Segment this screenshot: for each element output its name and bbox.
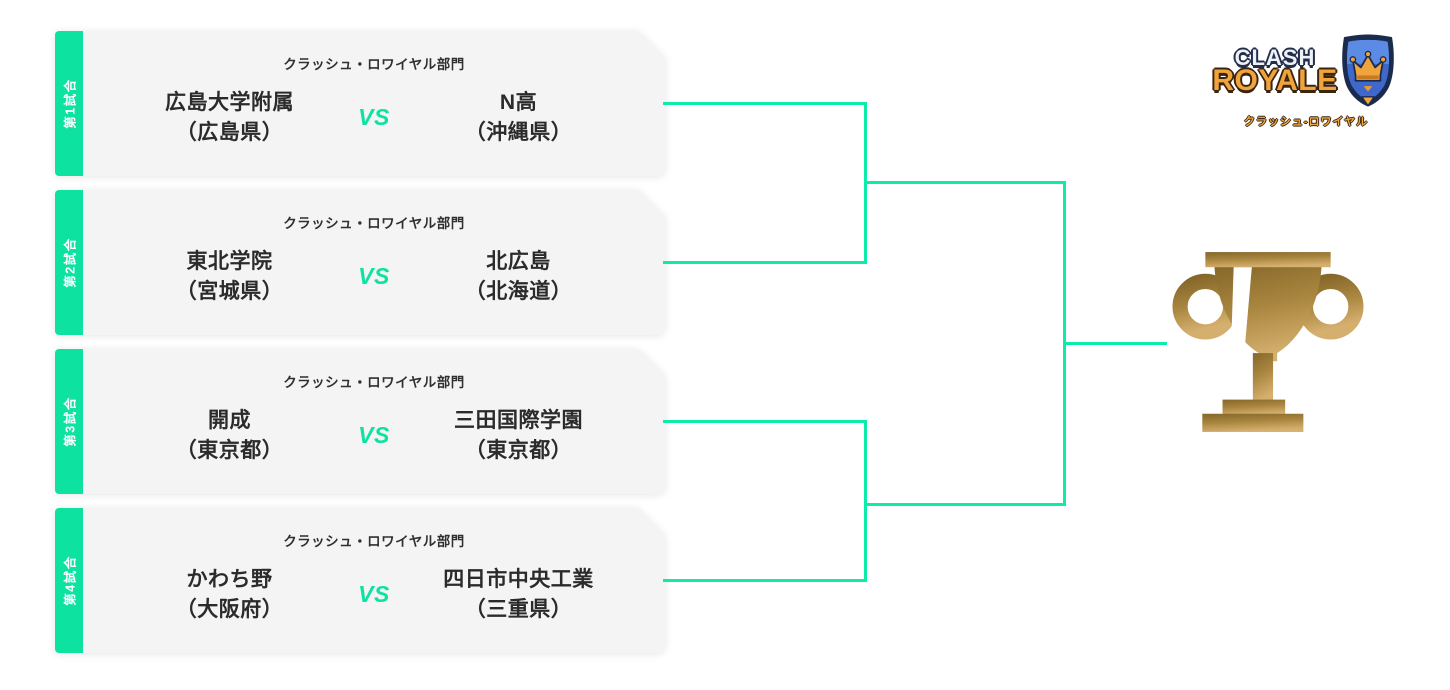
team-name: 東北学院 (186, 249, 273, 273)
trophy-icon (1172, 252, 1364, 432)
bracket-line-match4 (663, 579, 867, 582)
match-1-body: クラッシュ・ロワイヤル部門 広島大学附属 （広島県） VS N高 （沖縄県） (83, 31, 665, 176)
match-1-division-label: クラッシュ・ロワイヤル部門 (283, 57, 465, 72)
logo-word-royale: ROYALE (1212, 64, 1338, 97)
logo-subtitle: クラッシュ-ロワイヤル (1243, 116, 1369, 128)
match-3-division-label: クラッシュ・ロワイヤル部門 (283, 375, 465, 390)
clash-royale-logo: CLASH ROYALE クラッシュ- (1203, 33, 1409, 129)
logo-words: CLASH ROYALE (1212, 46, 1337, 96)
match-2-right-team: 北広島 （北海道） (414, 247, 623, 307)
bracket-line-semifinal1 (864, 181, 1066, 184)
match-4-division-label: クラッシュ・ロワイヤル部門 (283, 534, 465, 549)
match-card-3: 第3試合 クラッシュ・ロワイヤル部門 開成 （東京都） VS 三田国際学園 （東… (55, 349, 665, 494)
match-4-right-team: 四日市中央工業 （三重県） (414, 565, 623, 625)
logo-word-clash: CLASH (1234, 45, 1316, 70)
match-3-right-team: 三田国際学園 （東京都） (414, 406, 623, 466)
bracket-line-semifinal2 (864, 503, 1066, 506)
match-4-left-team: かわち野 （大阪府） (125, 565, 334, 625)
match-1-left-team: 広島大学附属 （広島県） (125, 88, 334, 148)
bracket-join-bottom (864, 420, 867, 582)
match-1-round-tab: 第1試合 (55, 31, 83, 176)
match-card-1: 第1試合 クラッシュ・ロワイヤル部門 広島大学附属 （広島県） VS N高 （沖… (55, 31, 665, 176)
match-4-round-label: 第4試合 (63, 555, 78, 606)
team-name: 広島大学附属 (165, 90, 294, 114)
bracket-line-match1 (663, 102, 867, 105)
match-3-left-team: 開成 （東京都） (125, 406, 334, 466)
match-2-left-team: 東北学院 （宮城県） (125, 247, 334, 307)
match-3-round-label: 第3試合 (63, 396, 78, 447)
team-name: 開成 (208, 408, 251, 432)
match-4-body: クラッシュ・ロワイヤル部門 かわち野 （大阪府） VS 四日市中央工業 （三重県… (83, 508, 665, 653)
match-3-body: クラッシュ・ロワイヤル部門 開成 （東京都） VS 三田国際学園 （東京都） (83, 349, 665, 494)
team-region: （大阪府） (175, 597, 284, 621)
bracket-line-match3 (663, 420, 867, 423)
match-1-round-label: 第1試合 (63, 78, 78, 129)
match-1-right-team: N高 （沖縄県） (414, 88, 623, 148)
bracket-line-final (1063, 342, 1167, 345)
team-region: （広島県） (175, 120, 284, 144)
match-2-division-label: クラッシュ・ロワイヤル部門 (283, 216, 465, 231)
match-1-teams: 広島大学附属 （広島県） VS N高 （沖縄県） (83, 73, 665, 176)
team-region: （沖縄県） (464, 120, 573, 144)
match-2-teams: 東北学院 （宮城県） VS 北広島 （北海道） (83, 232, 665, 335)
match-4-vs-label: VS (358, 581, 390, 607)
logo-top: CLASH ROYALE (1212, 33, 1399, 109)
match-2-vs-label: VS (358, 263, 390, 289)
match-4-teams: かわち野 （大阪府） VS 四日市中央工業 （三重県） (83, 550, 665, 653)
team-region: （東京都） (464, 438, 573, 462)
team-name: 四日市中央工業 (443, 567, 594, 591)
team-region: （北海道） (464, 279, 573, 303)
match-3-teams: 開成 （東京都） VS 三田国際学園 （東京都） (83, 391, 665, 494)
team-region: （三重県） (464, 597, 573, 621)
team-region: （宮城県） (175, 279, 284, 303)
match-3-vs-label: VS (358, 422, 390, 448)
bracket-line-match2 (663, 261, 867, 264)
match-2-body: クラッシュ・ロワイヤル部門 東北学院 （宮城県） VS 北広島 （北海道） (83, 190, 665, 335)
team-name: かわち野 (186, 567, 273, 591)
team-name: 北広島 (486, 249, 551, 273)
match-3-round-tab: 第3試合 (55, 349, 83, 494)
match-card-4: 第4試合 クラッシュ・ロワイヤル部門 かわち野 （大阪府） VS 四日市中央工業… (55, 508, 665, 653)
team-name: 三田国際学園 (454, 408, 583, 432)
team-region: （東京都） (175, 438, 284, 462)
match-2-round-tab: 第2試合 (55, 190, 83, 335)
match-1-vs-label: VS (358, 104, 390, 130)
match-4-round-tab: 第4試合 (55, 508, 83, 653)
match-card-2: 第2試合 クラッシュ・ロワイヤル部門 東北学院 （宮城県） VS 北広島 （北海… (55, 190, 665, 335)
match-2-round-label: 第2試合 (63, 237, 78, 288)
team-name: N高 (499, 90, 538, 114)
crown-shield-icon (1341, 34, 1394, 107)
